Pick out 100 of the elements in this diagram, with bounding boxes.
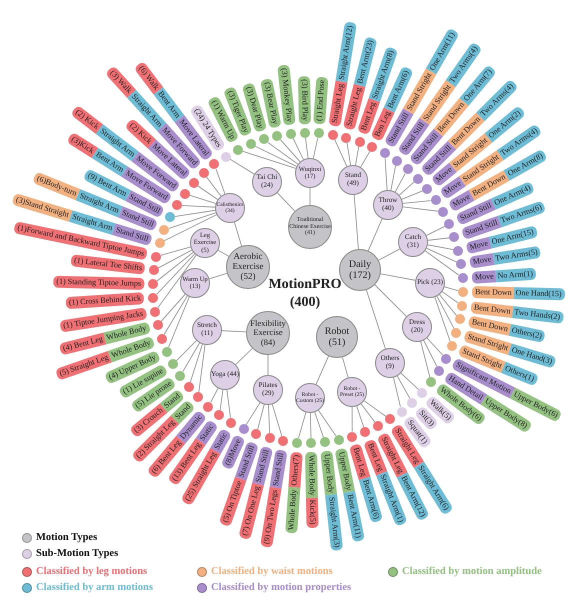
motion-tag: (1) End Pose bbox=[313, 76, 329, 125]
legend-label: Classified by arm motions bbox=[36, 582, 153, 593]
connector-line bbox=[364, 400, 386, 417]
leaf-dot bbox=[172, 200, 182, 210]
leaf-dot bbox=[458, 286, 468, 297]
leaf-dot bbox=[165, 212, 176, 222]
leaf-dot bbox=[380, 148, 390, 158]
connector-line bbox=[398, 182, 414, 196]
motion-tag: Bent Down bbox=[470, 300, 513, 318]
motion-tag: Straight Arm(12) bbox=[335, 22, 357, 83]
connector-line bbox=[393, 377, 401, 408]
motion-tag: (9) On Two Legs bbox=[260, 487, 282, 548]
legend-label: Motion Types bbox=[36, 532, 98, 543]
motion-tag: Bent Arm(11) bbox=[343, 491, 365, 542]
motion-tag: (3) Monkey Play bbox=[277, 64, 296, 126]
leaf-dot bbox=[150, 306, 160, 317]
connector-line bbox=[174, 210, 216, 217]
connector-line bbox=[267, 142, 298, 165]
connector-line bbox=[168, 296, 190, 348]
connector-line bbox=[366, 290, 386, 350]
motion-tag: Straight Arm(3) bbox=[324, 494, 343, 552]
leaf-dot bbox=[334, 434, 344, 445]
connector-line bbox=[160, 246, 191, 256]
motion-type-circle: Flexibility Exercise (84) bbox=[246, 311, 290, 355]
leaf-dot bbox=[203, 402, 214, 412]
connector-line bbox=[206, 176, 222, 196]
connector-line bbox=[402, 190, 423, 200]
leaf-dot bbox=[278, 436, 288, 446]
connector-line bbox=[218, 250, 230, 257]
leaf-dot bbox=[453, 246, 464, 256]
connector-line bbox=[439, 294, 457, 316]
leaf-dot bbox=[220, 152, 231, 162]
connector-line bbox=[235, 348, 253, 365]
leaf-dot bbox=[306, 438, 316, 448]
connector-line bbox=[352, 406, 353, 432]
motion-tag: Two Arms(5) bbox=[492, 246, 542, 266]
connector-line bbox=[168, 212, 216, 229]
leaf-dot bbox=[341, 132, 352, 143]
motion-tag: Whole Body bbox=[305, 452, 318, 498]
leaf-dot bbox=[360, 427, 370, 437]
connector-line bbox=[426, 226, 446, 236]
leaf-dot bbox=[198, 168, 209, 178]
leaf-dot bbox=[184, 382, 194, 392]
connector-line bbox=[182, 342, 200, 372]
connector-line bbox=[257, 404, 265, 430]
connector-line bbox=[356, 406, 364, 428]
motion-tag: Move bbox=[469, 253, 494, 269]
leaf-dot bbox=[264, 433, 275, 444]
leaf-dot bbox=[454, 314, 465, 324]
connector-line bbox=[316, 356, 329, 385]
connector-line bbox=[164, 214, 217, 242]
connector-line bbox=[164, 296, 188, 335]
motion-tag: Move bbox=[466, 236, 492, 254]
connector-line bbox=[444, 286, 458, 291]
leaf-dot bbox=[314, 128, 324, 138]
connector-line bbox=[442, 291, 458, 304]
connector-line bbox=[298, 412, 306, 438]
motion-tag: Whole Body bbox=[284, 486, 300, 534]
connector-line bbox=[354, 194, 359, 250]
connector-line bbox=[384, 158, 388, 190]
leaf-dot bbox=[451, 328, 462, 338]
legend-label: Classified by motion properties bbox=[211, 582, 352, 593]
connector-line bbox=[380, 273, 416, 281]
connector-line bbox=[427, 244, 454, 250]
leaf-dot bbox=[444, 219, 454, 230]
legend-label: Classified by motion amplitude bbox=[402, 566, 542, 577]
motion-tag: Upper Body bbox=[320, 450, 337, 496]
leaf-dot bbox=[180, 188, 190, 199]
leaf-dot bbox=[148, 279, 158, 290]
connector-line bbox=[210, 388, 218, 403]
connector-line bbox=[198, 344, 206, 393]
motion-tag: Stand Still bbox=[270, 448, 288, 489]
connector-line bbox=[334, 139, 348, 167]
connector-line bbox=[426, 338, 443, 356]
motion-tag: No Arm(1) bbox=[494, 267, 536, 282]
connector-line bbox=[157, 254, 197, 308]
motion-tag: Two Hands(2) bbox=[512, 306, 564, 324]
leaf-dot bbox=[354, 136, 365, 147]
leaf-dot bbox=[328, 130, 338, 140]
motion-type-circle: Aerobic Exercise (52) bbox=[226, 245, 270, 289]
legend-label: Classified by leg motions bbox=[36, 566, 148, 577]
leaf-dot bbox=[347, 432, 358, 442]
leaf-dot bbox=[456, 259, 466, 270]
connector-line bbox=[436, 296, 454, 329]
leaf-dot bbox=[407, 398, 418, 408]
motion-tag: (1) Standing Tiptoe Jumps bbox=[53, 276, 144, 290]
leaf-dot bbox=[272, 131, 282, 142]
leaf-dot bbox=[232, 144, 243, 155]
connector-line bbox=[254, 146, 297, 167]
leaf-dot bbox=[214, 410, 224, 420]
connector-line bbox=[176, 340, 197, 361]
leaf-dot bbox=[154, 238, 165, 248]
leaf-dot bbox=[430, 195, 441, 206]
connector-line bbox=[209, 273, 228, 280]
legend-label: Sub-Motion Types bbox=[36, 548, 118, 559]
leaf-dot bbox=[300, 128, 310, 138]
leaf-dot bbox=[385, 414, 396, 424]
connector-line bbox=[242, 150, 296, 169]
connector-line bbox=[310, 412, 312, 438]
leaf-dot bbox=[149, 265, 160, 276]
